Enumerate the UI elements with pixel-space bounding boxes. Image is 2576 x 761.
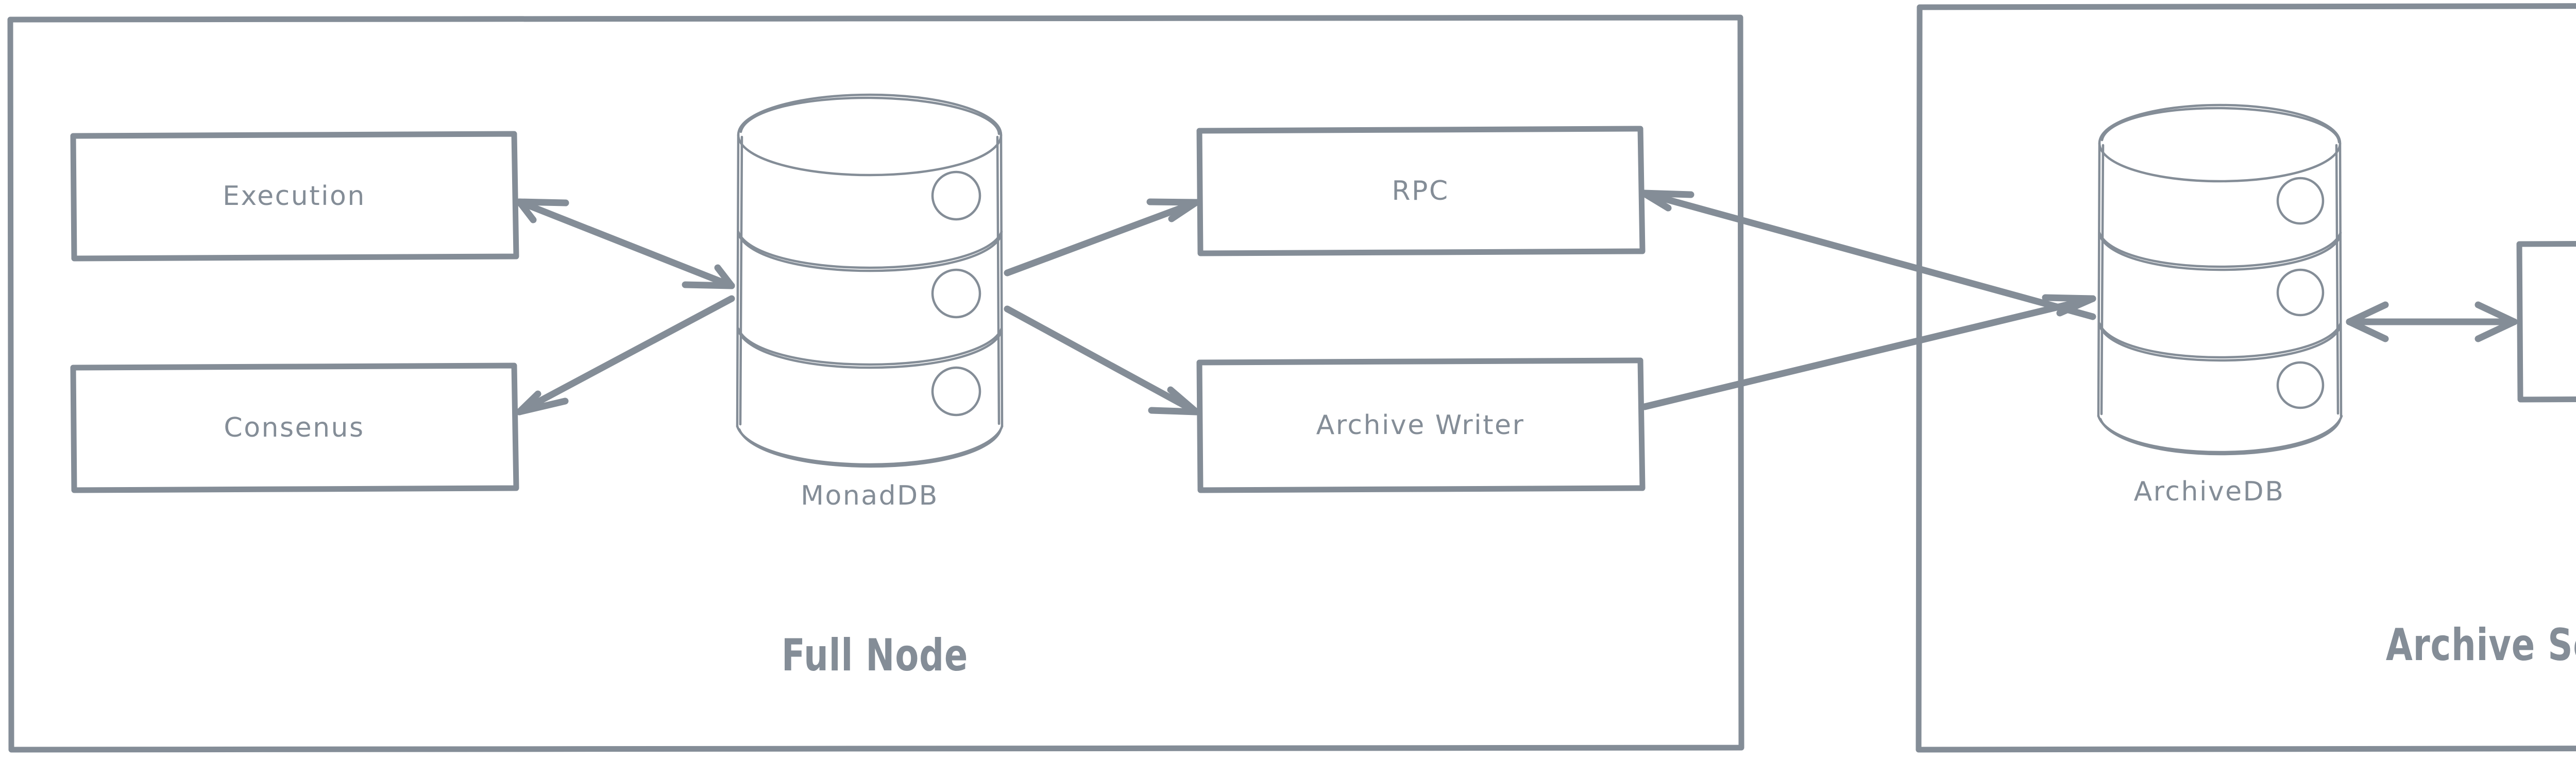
db-tier-circle xyxy=(2276,361,2325,409)
connection-archive-writer-archivedb xyxy=(1641,294,2096,410)
connection-archivedb-indexer xyxy=(2346,301,2518,342)
database-archivedb[interactable] xyxy=(2097,103,2343,456)
db-tier-circle xyxy=(931,268,981,319)
panel-full-node xyxy=(7,14,1744,753)
box-indexer[interactable] xyxy=(2516,240,2576,403)
box-archive-writer[interactable] xyxy=(1196,357,1646,493)
connection-execution-monaddb xyxy=(516,198,735,289)
connection-monaddb-rpc xyxy=(1004,198,1200,276)
box-execution[interactable] xyxy=(70,131,519,262)
panel-archive-server xyxy=(1916,3,2576,753)
connection-monaddb-consensus xyxy=(516,295,735,416)
db-tier-circle xyxy=(931,170,981,221)
db-tier-circle xyxy=(2276,268,2325,317)
connection-monaddb-archive-writer xyxy=(1004,305,1200,416)
connection-archivedb-rpc xyxy=(1640,189,2096,320)
database-monaddb[interactable] xyxy=(736,93,1004,468)
box-consensus[interactable] xyxy=(70,362,519,493)
db-tier-circle xyxy=(2276,177,2325,225)
box-rpc[interactable] xyxy=(1196,126,1646,256)
db-tier-circle xyxy=(931,366,981,417)
